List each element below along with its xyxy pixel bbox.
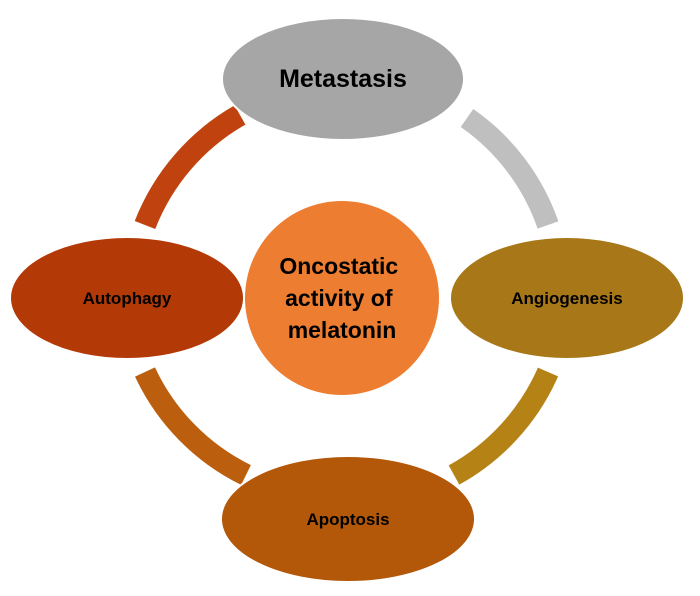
- center-label: Oncostatic activity of melatonin: [279, 253, 404, 343]
- center-label-line-1: Oncostatic: [279, 253, 398, 279]
- node-angiogenesis-ellipse: [449, 236, 685, 360]
- node-autophagy: Autophagy: [9, 236, 245, 360]
- center-node: Oncostatic activity of melatonin: [245, 201, 439, 395]
- connector-angiogenesis-apoptosis: [448, 367, 559, 485]
- node-angiogenesis: Angiogenesis: [449, 236, 685, 360]
- connector-metastasis-angiogenesis: [460, 108, 559, 229]
- connector-autophagy-metastasis: [134, 105, 246, 230]
- node-angiogenesis-label: Angiogenesis: [511, 289, 622, 308]
- center-label-line-3: melatonin: [288, 317, 397, 343]
- ring-connectors: [134, 105, 559, 485]
- node-autophagy-label: Autophagy: [83, 289, 172, 308]
- node-metastasis-ellipse: [221, 17, 465, 141]
- center-circle: [245, 201, 439, 395]
- node-apoptosis: Apoptosis: [220, 455, 476, 583]
- connector-apoptosis-autophagy: [135, 367, 251, 485]
- center-label-line-2: activity of: [285, 285, 393, 311]
- node-metastasis: Metastasis: [221, 17, 465, 141]
- node-apoptosis-ellipse: [220, 455, 476, 583]
- node-apoptosis-label: Apoptosis: [306, 510, 389, 529]
- node-metastasis-label: Metastasis: [279, 65, 407, 93]
- node-autophagy-ellipse: [9, 236, 245, 360]
